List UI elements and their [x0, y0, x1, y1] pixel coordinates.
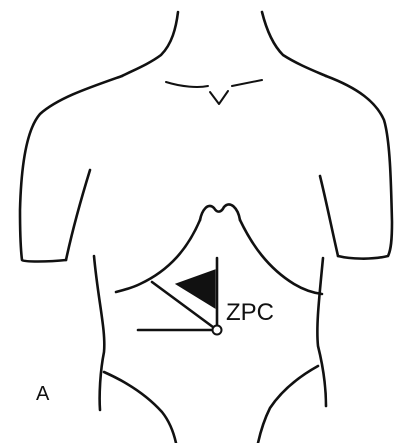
left-hip-curve [104, 372, 176, 443]
left-clavicle [166, 82, 208, 87]
left-inner-arm-outline [66, 170, 90, 260]
costal-angle-wedge [176, 270, 215, 308]
right-flank-outline [317, 258, 326, 406]
right-hip-curve [258, 366, 318, 443]
neck-left-outline [122, 12, 178, 76]
right-shoulder-arm-outline [326, 76, 392, 259]
panel-label: A [36, 383, 50, 405]
right-clavicle [232, 80, 262, 86]
zpc-vertex-point [213, 326, 222, 335]
sternal-notch [210, 91, 228, 104]
left-flank-outline [94, 256, 104, 410]
right-inner-arm-outline [320, 176, 338, 256]
neck-right-outline [262, 12, 326, 76]
right-costal-margin [240, 220, 322, 294]
xiphoid-outline [200, 204, 240, 220]
zpc-label: ZPC [226, 299, 274, 326]
